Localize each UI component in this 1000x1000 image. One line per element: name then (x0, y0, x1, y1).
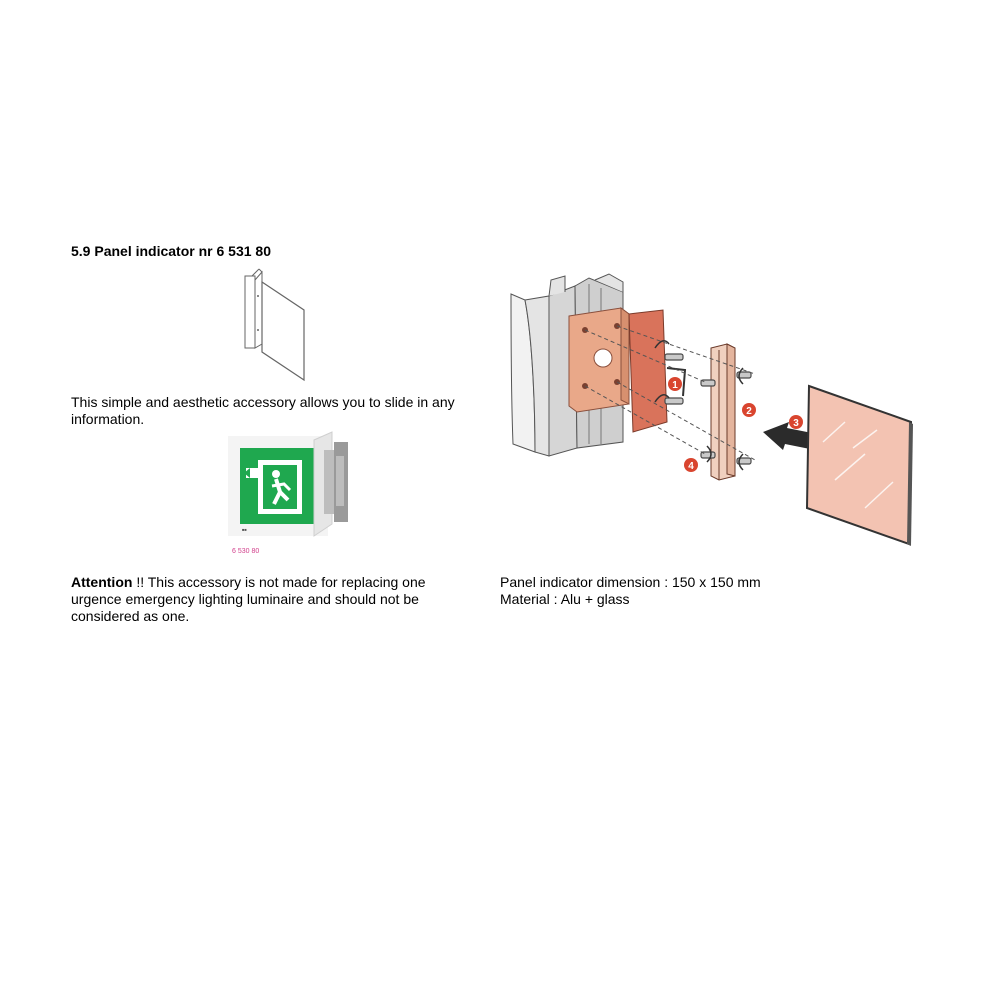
svg-text:4: 4 (688, 461, 694, 472)
section-heading: 5.9 Panel indicator nr 6 531 80 (71, 243, 271, 259)
exit-sign-image: ■■ (228, 431, 348, 537)
attention-note: Attention !! This accessory is not made … (71, 574, 471, 625)
svg-text:3: 3 (793, 418, 799, 429)
assembly-diagram: 1 2 3 4 (510, 273, 913, 546)
step-badge-2: 2 (742, 403, 756, 417)
attention-text: !! This accessory is not made for replac… (71, 574, 426, 624)
step-badge-4: 4 (684, 458, 698, 472)
specs-block: Panel indicator dimension : 150 x 150 mm… (500, 574, 920, 608)
panel-dimension: Panel indicator dimension : 150 x 150 mm (500, 574, 761, 590)
svg-text:1: 1 (672, 380, 678, 391)
svg-text:■■: ■■ (242, 527, 247, 532)
step-badge-1: 1 (668, 377, 682, 391)
svg-text:2: 2 (746, 406, 752, 417)
panel-bracket-drawing (244, 268, 305, 382)
attention-label: Attention (71, 574, 133, 590)
step-badge-3: 3 (789, 415, 803, 429)
product-code-caption: 6 530 80 (232, 548, 260, 555)
intro-text: This simple and aesthetic accessory allo… (71, 394, 455, 427)
panel-material: Material : Alu + glass (500, 591, 630, 607)
